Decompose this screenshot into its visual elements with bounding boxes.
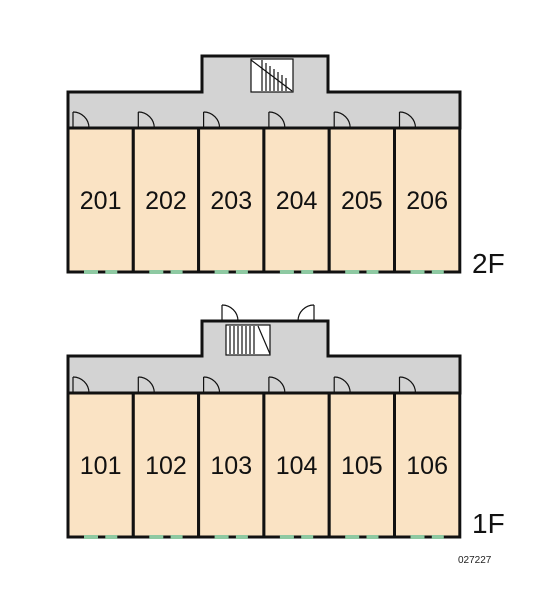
- unit-room: [197, 391, 266, 539]
- staircase-2f: [250, 58, 294, 93]
- door-swing-icon: [137, 376, 155, 394]
- floor-1f: 101 102 103 104 105 106 1F: [66, 304, 505, 539]
- unit-101: 101: [66, 391, 135, 539]
- window: [366, 270, 379, 274]
- window: [431, 270, 444, 274]
- window: [279, 535, 294, 539]
- unit-number: 103: [210, 452, 252, 480]
- window: [279, 270, 294, 274]
- unit-206: 206: [393, 126, 462, 274]
- window: [301, 535, 314, 539]
- unit-201: 201: [66, 126, 135, 274]
- unit-205: 205: [327, 126, 397, 274]
- unit-number: 202: [145, 187, 187, 215]
- door-swing-icon: [203, 376, 221, 394]
- unit-room: [66, 126, 135, 274]
- unit-202: 202: [131, 126, 201, 274]
- door-swing-icon: [333, 111, 351, 129]
- unit-103: 103: [197, 391, 266, 539]
- door-swing-icon: [333, 376, 351, 394]
- entrance-door-left: [221, 304, 239, 322]
- unit-number: 205: [341, 187, 383, 215]
- window: [366, 535, 379, 539]
- unit-106: 106: [393, 391, 462, 539]
- floor-label-2f: 2F: [472, 248, 505, 279]
- staircase-1f: [225, 324, 271, 356]
- window: [105, 270, 118, 274]
- unit-number: 105: [341, 452, 383, 480]
- unit-number: 201: [80, 187, 122, 215]
- door-swing-icon: [268, 376, 286, 394]
- window: [345, 535, 360, 539]
- unit-number: 206: [406, 187, 448, 215]
- door-swing-icon: [203, 111, 221, 129]
- window: [235, 535, 248, 539]
- unit-room: [197, 126, 266, 274]
- unit-203: 203: [197, 126, 266, 274]
- window: [410, 270, 425, 274]
- window: [345, 270, 360, 274]
- unit-204: 204: [262, 126, 331, 274]
- window: [214, 270, 229, 274]
- window: [170, 535, 183, 539]
- window: [84, 270, 98, 274]
- unit-number: 102: [145, 452, 187, 480]
- floor-label-1f: 1F: [472, 508, 505, 539]
- door-swing-icon: [72, 376, 90, 394]
- door-swing-icon: [398, 376, 417, 394]
- door-swing-icon: [268, 111, 286, 129]
- door-swing-icon: [137, 111, 155, 129]
- unit-105: 105: [327, 391, 397, 539]
- window: [170, 270, 183, 274]
- door-swing-icon: [72, 111, 90, 129]
- window: [410, 535, 425, 539]
- unit-room: [327, 126, 397, 274]
- unit-room: [262, 391, 331, 539]
- plan-code: 027227: [458, 555, 492, 566]
- window: [149, 270, 164, 274]
- window: [235, 270, 248, 274]
- window: [301, 270, 314, 274]
- window: [149, 535, 164, 539]
- window: [431, 535, 444, 539]
- unit-number: 203: [210, 187, 252, 215]
- unit-number: 204: [276, 187, 318, 215]
- unit-room: [327, 391, 397, 539]
- unit-number: 104: [276, 452, 318, 480]
- door-swing-icon: [398, 111, 417, 129]
- unit-number: 106: [406, 452, 448, 480]
- unit-room: [131, 126, 201, 274]
- unit-room: [393, 126, 462, 274]
- unit-number: 101: [80, 452, 122, 480]
- unit-room: [393, 391, 462, 539]
- window: [105, 535, 118, 539]
- unit-room: [131, 391, 201, 539]
- unit-102: 102: [131, 391, 201, 539]
- unit-104: 104: [262, 391, 331, 539]
- entrance-door-right: [297, 304, 315, 322]
- window: [214, 535, 229, 539]
- window: [84, 535, 98, 539]
- floor-2f: 201 202 203 204 205 206 2F: [66, 54, 505, 279]
